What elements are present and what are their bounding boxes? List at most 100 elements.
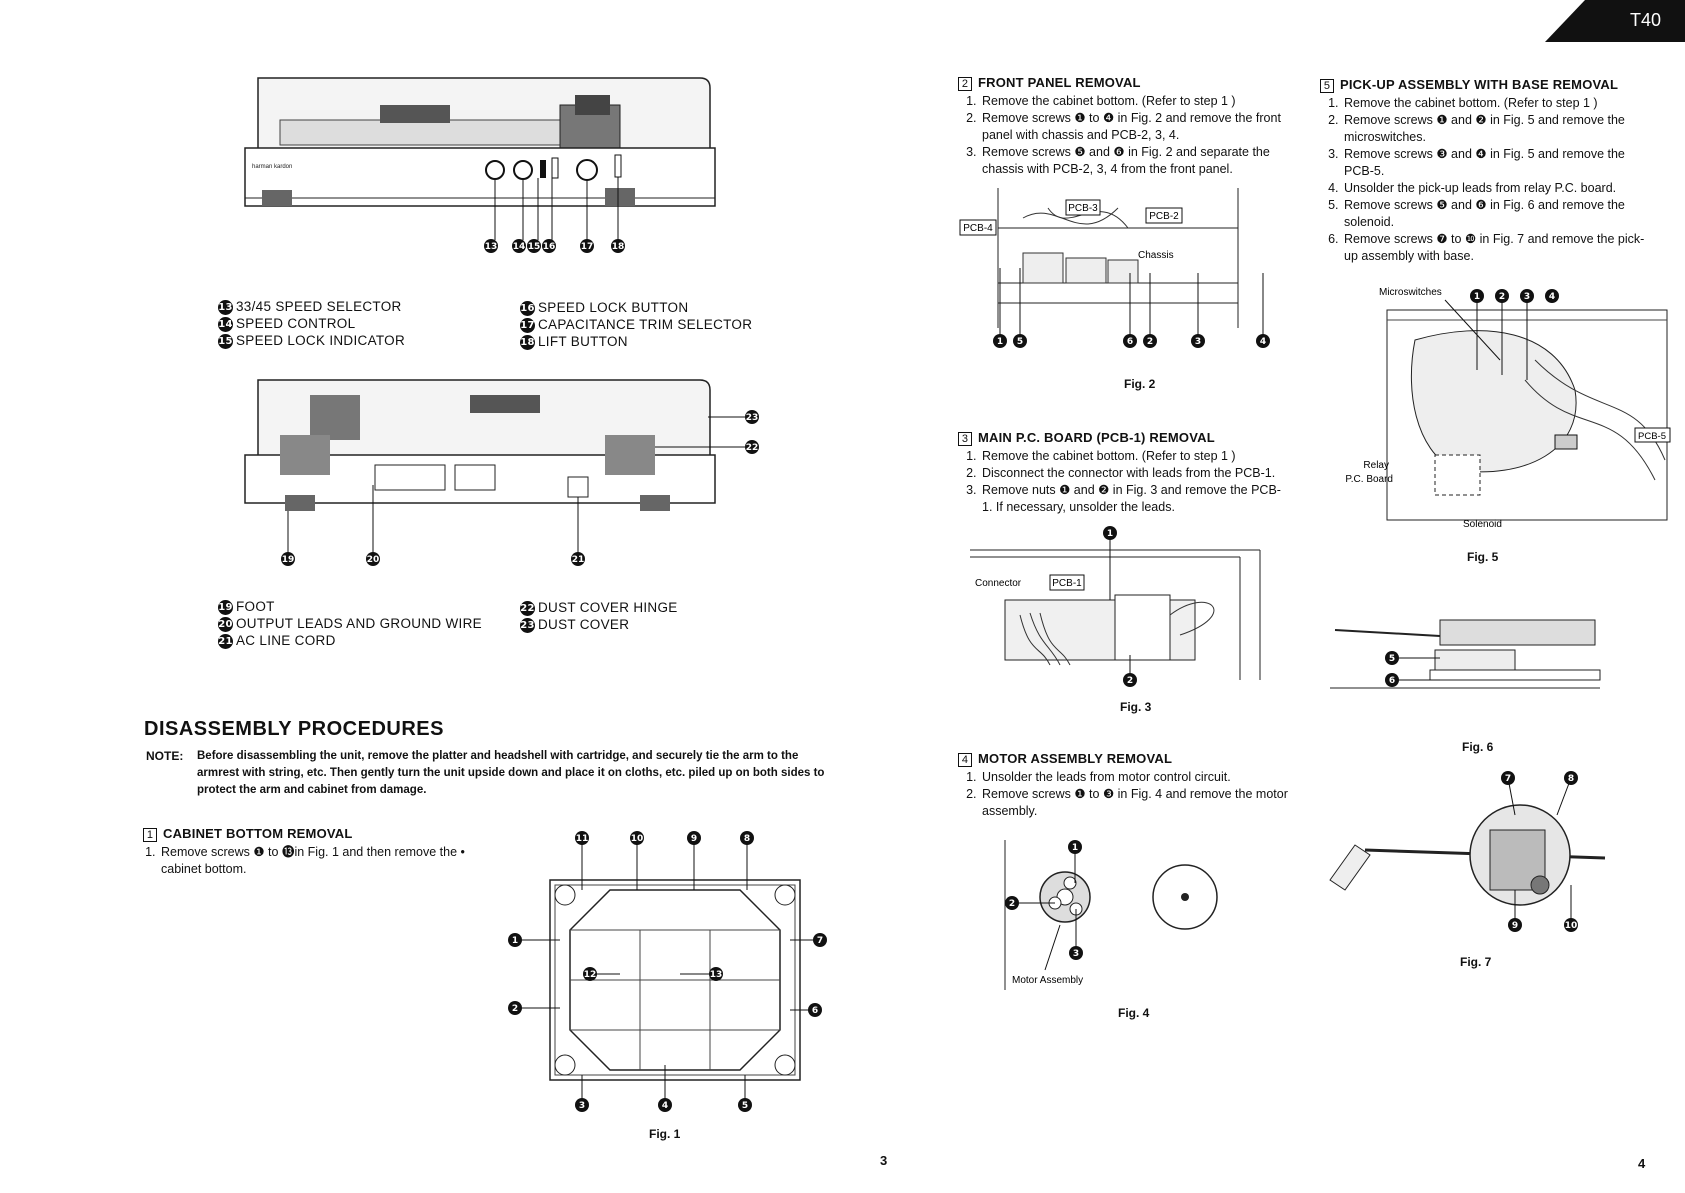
svg-text:1: 1: [512, 936, 518, 946]
step-number-box: 4: [958, 753, 972, 767]
svg-text:2: 2: [1009, 899, 1015, 909]
label-microswitches: Microswitches: [1379, 287, 1442, 298]
svg-text:7: 7: [1505, 774, 1511, 784]
fig4-motor-assembly: 1 2 3 Motor Assembly: [1004, 840, 1218, 990]
rear-callout-20: 20: [366, 552, 380, 566]
turntable-front-illustration: harman kardon 13 14 15 16 17 18: [244, 77, 716, 253]
step-item: Remove the cabinet bottom. (Refer to ste…: [1342, 95, 1650, 112]
label-solenoid: Solenoid: [1463, 519, 1502, 530]
svg-text:9: 9: [1512, 921, 1518, 931]
label-pcb1: PCB-1: [1052, 578, 1082, 589]
svg-text:18: 18: [612, 242, 625, 252]
page-number-right: 4: [1638, 1156, 1646, 1171]
note-label: NOTE:: [146, 749, 184, 763]
front-callout-13: 13: [484, 239, 498, 253]
front-callout-14: 14: [512, 239, 526, 253]
svg-text:8: 8: [1568, 774, 1574, 784]
step-number-box: 5: [1320, 79, 1334, 93]
svg-text:6: 6: [1389, 676, 1395, 686]
svg-text:17: 17: [581, 242, 594, 252]
step-number-box: 2: [958, 77, 972, 91]
fig7-caption: Fig. 7: [1460, 955, 1492, 969]
svg-text:16: 16: [543, 242, 556, 252]
front-callout-15: 15: [527, 239, 541, 253]
step-item: Unsolder the leads from motor control ci…: [980, 769, 1288, 786]
step-number-box: 1: [143, 828, 157, 842]
svg-text:13: 13: [710, 970, 723, 980]
svg-text:3: 3: [1524, 292, 1530, 302]
step-item: Remove screws ❶ to ❸ in Fig. 4 and remov…: [980, 786, 1288, 820]
svg-text:3: 3: [579, 1101, 585, 1111]
step-item: Remove screws ❸ and ❹ in Fig. 5 and remo…: [1342, 146, 1650, 180]
svg-text:23: 23: [746, 413, 759, 423]
label-pcb5: PCB-5: [1638, 431, 1666, 442]
svg-text:6: 6: [1127, 337, 1133, 347]
front-callout-18: 18: [611, 239, 625, 253]
svg-text:5: 5: [742, 1101, 748, 1111]
svg-text:5: 5: [1389, 654, 1395, 664]
svg-text:21: 21: [572, 555, 585, 565]
svg-text:3: 3: [1073, 949, 1079, 959]
fig1-bottom-view: 11 10 9 8 1 2 7 6 3 4 5 12 13: [508, 831, 827, 1112]
rear-callout-22: 22: [745, 440, 759, 454]
svg-text:10: 10: [1565, 921, 1578, 931]
brand-text: harman kardon: [252, 164, 292, 170]
disassembly-heading: DISASSEMBLY PROCEDURES: [144, 718, 444, 740]
fig2-front-panel-chassis: PCB-3 PCB-2 PCB-4 Chassis 1 5 6 2 3 4: [959, 188, 1270, 348]
svg-text:19: 19: [282, 555, 295, 565]
svg-text:1: 1: [1474, 292, 1480, 302]
svg-text:5: 5: [1017, 337, 1023, 347]
step-item: Remove the cabinet bottom. (Refer to ste…: [980, 448, 1288, 465]
step-item: Remove screws ❺ and ❻ in Fig. 6 and remo…: [1342, 197, 1650, 231]
step-item: Remove nuts ❶ and ❷ in Fig. 3 and remove…: [980, 482, 1288, 516]
rear-callout-19: 19: [281, 552, 295, 566]
fig6-caption: Fig. 6: [1462, 740, 1494, 754]
rear-callout-21: 21: [571, 552, 585, 566]
fig2-caption: Fig. 2: [1124, 377, 1156, 391]
svg-text:4: 4: [1549, 292, 1555, 302]
label-pc-board: P.C. Board: [1345, 474, 1393, 485]
fig3-main-pcb: PCB-1 Connector 1 2: [970, 526, 1261, 687]
svg-text:10: 10: [631, 834, 644, 844]
svg-text:1: 1: [1107, 529, 1113, 539]
svg-text:15: 15: [528, 242, 541, 252]
fig4-caption: Fig. 4: [1118, 1006, 1150, 1020]
svg-text:3: 3: [1195, 337, 1201, 347]
fig3-caption: Fig. 3: [1120, 700, 1152, 714]
svg-text:20: 20: [367, 555, 380, 565]
label-chassis: Chassis: [1138, 250, 1174, 261]
svg-text:6: 6: [812, 1006, 818, 1016]
fig7-pickup-assembly: 7 8 9 10: [1329, 771, 1606, 932]
step-item: Disconnect the connector with leads from…: [980, 465, 1288, 482]
svg-text:1: 1: [997, 337, 1003, 347]
step-item: Remove screws ❶ to ⓭in Fig. 1 and then r…: [159, 844, 473, 878]
turntable-rear-illustration: 23 22 19 20 21: [244, 379, 759, 566]
step-item: Remove the cabinet bottom. (Refer to ste…: [980, 93, 1288, 110]
svg-text:13: 13: [485, 242, 498, 252]
fig6-solenoid: 5 6: [1330, 619, 1601, 689]
svg-text:2: 2: [512, 1004, 518, 1014]
svg-text:2: 2: [1147, 337, 1153, 347]
step-item: Remove screws ❺ and ❻ in Fig. 2 and sepa…: [980, 144, 1288, 178]
step-number-box: 3: [958, 432, 972, 446]
svg-text:7: 7: [817, 936, 823, 946]
